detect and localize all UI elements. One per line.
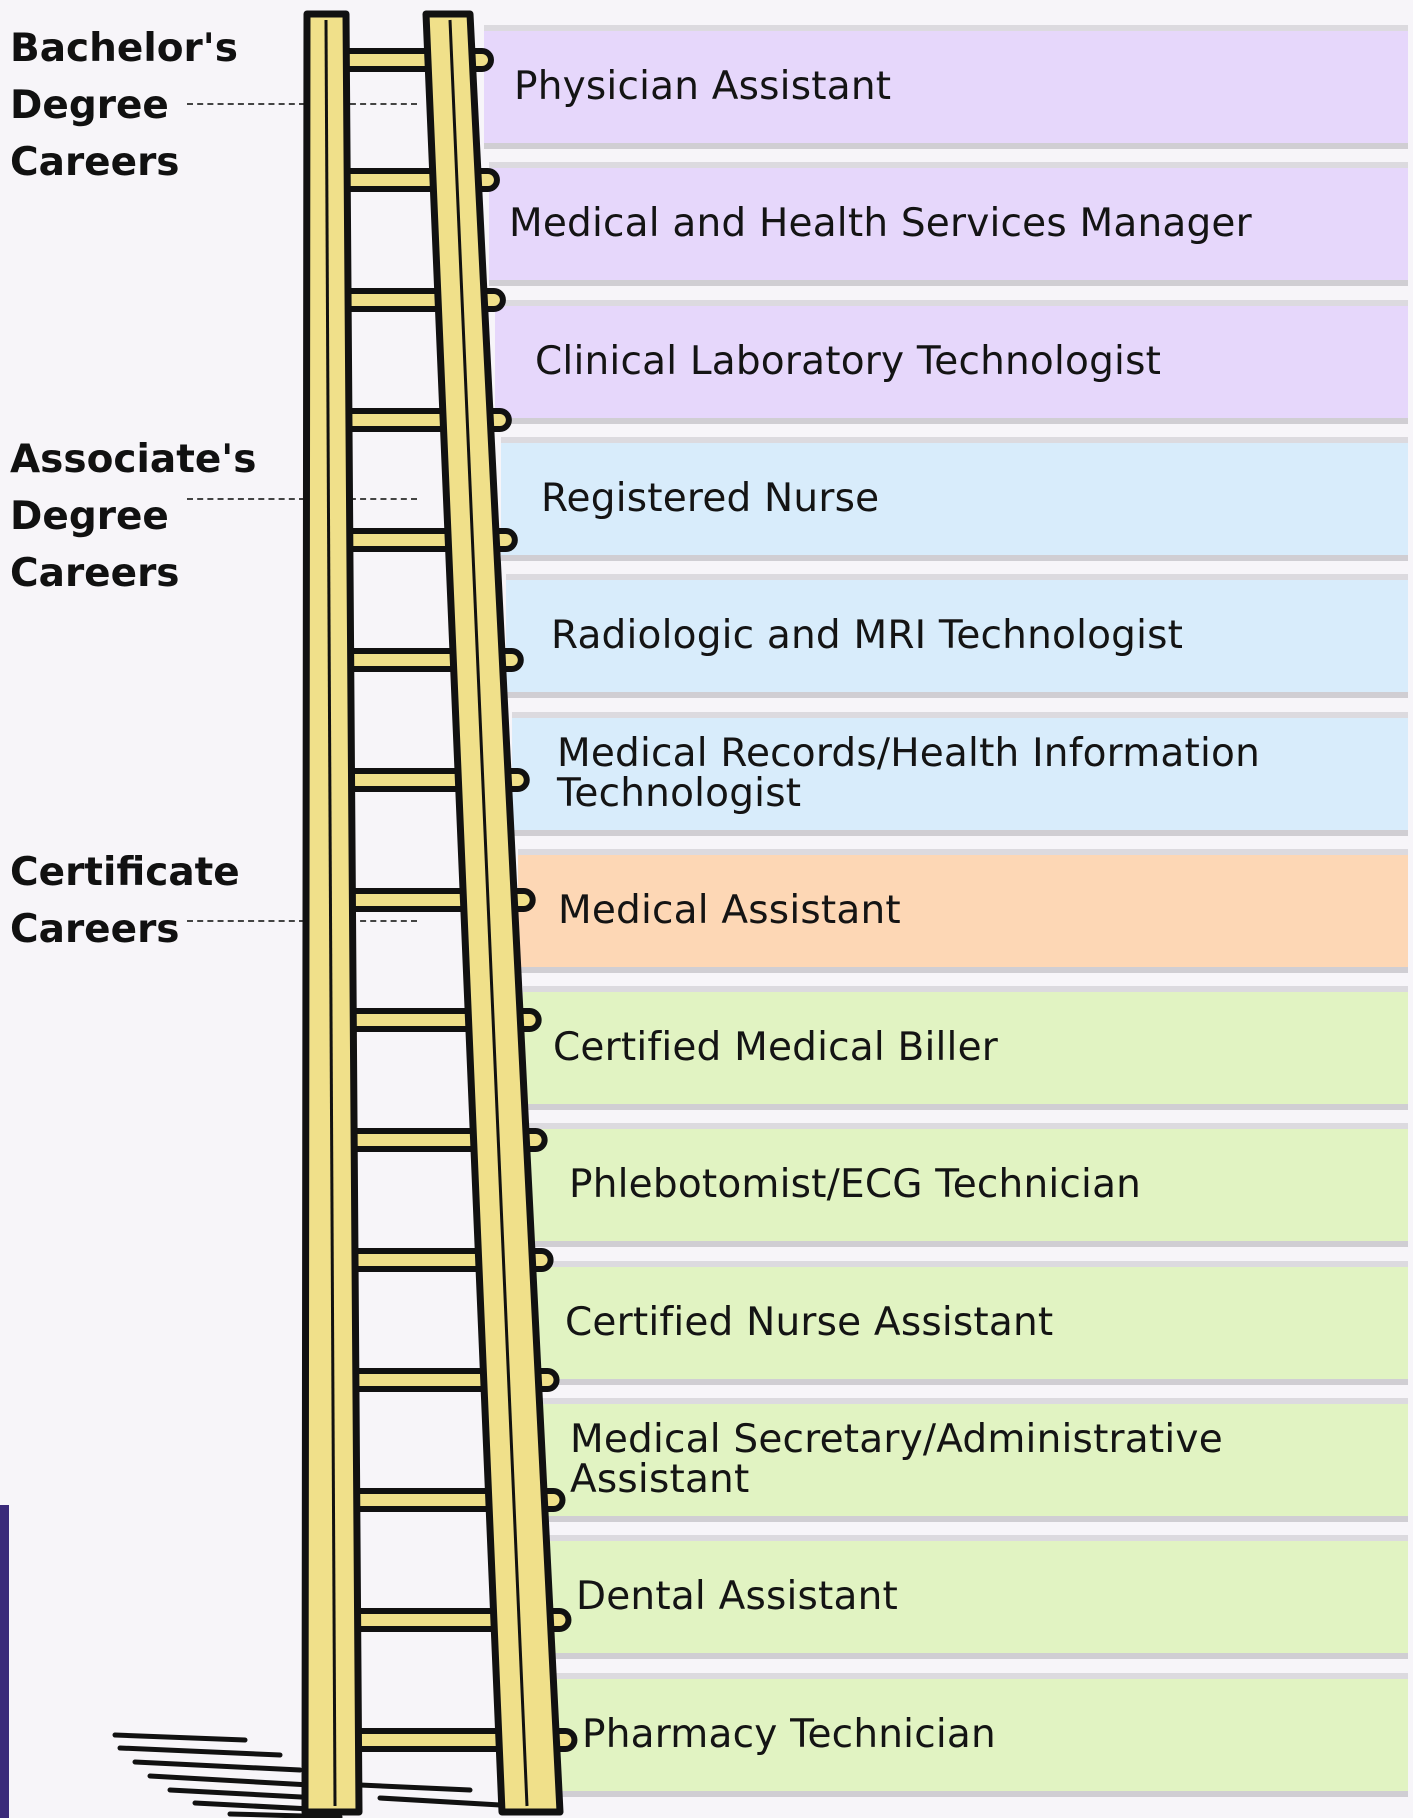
group-label-line: Degree (10, 83, 169, 128)
group-label-associates: Associate's Degree Careers (10, 431, 256, 602)
career-band-medical-secretary: Medical Secretary/Administrative Assista… (540, 1398, 1408, 1522)
career-label: Clinical Laboratory Technologist (535, 339, 1162, 384)
career-label: Dental Assistant (576, 1574, 899, 1619)
ladder-shadow-stroke (117, 1745, 283, 1758)
career-band-dental-assistant: Dental Assistant (546, 1535, 1408, 1659)
career-band-registered-nurse: Registered Nurse (501, 437, 1408, 561)
ladder-shadow-stroke (167, 1787, 323, 1801)
group-label-certificate: Certificate Careers (10, 844, 240, 958)
career-band-medical-assistant: Medical Assistant (518, 849, 1408, 973)
career-label: Certified Medical Biller (553, 1025, 998, 1070)
career-label: Physician Assistant (514, 64, 892, 109)
group-label-line: Bachelor's (10, 26, 238, 71)
career-label: Medical Assistant (558, 888, 901, 933)
career-label: Medical Records/Health Information Techn… (557, 731, 1261, 816)
accent-bar (0, 1505, 9, 1818)
group-label-bachelors: Bachelor's Degree Careers (10, 20, 238, 191)
career-label: Phlebotomist/ECG Technician (569, 1162, 1142, 1207)
group-label-line: Careers (10, 907, 180, 952)
career-band-certified-nurse-assistant: Certified Nurse Assistant (535, 1261, 1408, 1385)
ladder-shadow-stroke (377, 1795, 503, 1808)
certificate-leader-line (187, 920, 417, 922)
career-label: Medical and Health Services Manager (509, 201, 1252, 246)
group-label-line: Associate's (10, 437, 257, 482)
group-label-line: Careers (10, 140, 180, 185)
career-band-certified-medical-biller: Certified Medical Biller (523, 986, 1408, 1110)
career-band-health-services-manager: Medical and Health Services Manager (489, 162, 1408, 286)
ladder-shadow-stroke (357, 1782, 473, 1793)
ladder-rail-edge (324, 19, 337, 1807)
ladder-shadow-stroke (227, 1811, 343, 1818)
associates-leader-line (187, 498, 417, 500)
career-label: Registered Nurse (541, 476, 880, 521)
bachelors-leader-line (187, 103, 417, 105)
group-label-line: Certificate (10, 850, 240, 895)
career-band-radiologic-mri-technologist: Radiologic and MRI Technologist (506, 574, 1408, 698)
career-band-pharmacy-technician: Pharmacy Technician (552, 1673, 1408, 1797)
ladder-shadow-stroke (132, 1759, 303, 1773)
ladder-shadow-stroke (147, 1773, 313, 1788)
ladder-shadow-stroke (112, 1732, 248, 1743)
career-band-phlebotomist-ecg-technician: Phlebotomist/ECG Technician (529, 1123, 1408, 1247)
career-band-medical-records-technologist: Medical Records/Health Information Techn… (512, 712, 1408, 836)
career-band-physician-assistant: Physician Assistant (484, 25, 1408, 149)
career-band-clinical-lab-technologist: Clinical Laboratory Technologist (495, 300, 1408, 424)
ladder-rail-edge (448, 19, 529, 1807)
career-label: Radiologic and MRI Technologist (551, 613, 1184, 658)
group-label-line: Careers (10, 551, 180, 596)
career-label: Medical Secretary/Administrative Assista… (570, 1417, 1223, 1502)
career-label: Pharmacy Technician (582, 1712, 996, 1757)
career-label: Certified Nurse Assistant (565, 1300, 1054, 1345)
group-label-line: Degree (10, 494, 169, 539)
ladder-right-rail (422, 10, 564, 1816)
